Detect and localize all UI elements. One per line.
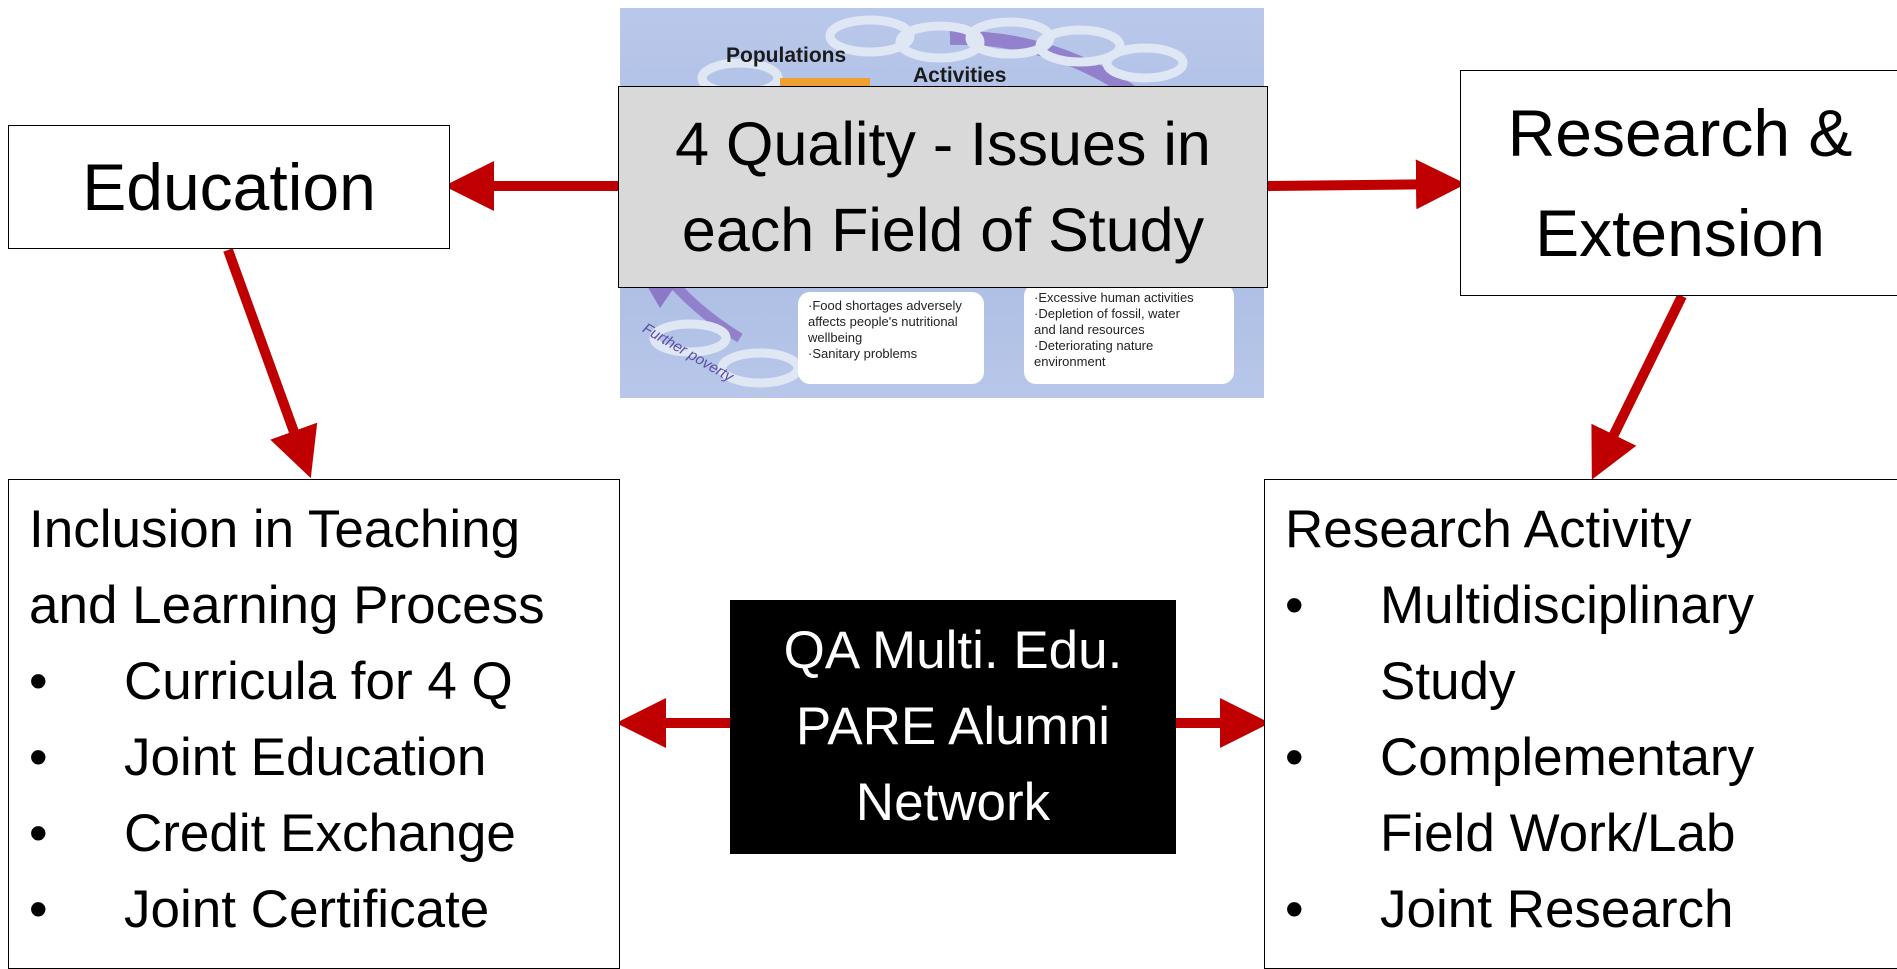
list-item-text: Joint Education [124, 728, 487, 787]
note-left: ·Food shortages adversely affects people… [798, 292, 984, 384]
activities-label: Activities [913, 64, 1007, 87]
list-item-text: Complementary Field Work/Lab [1380, 728, 1755, 863]
quality-issues-box: 4 Quality - Issues in each Field of Stud… [618, 86, 1268, 288]
bullet: • [1285, 728, 1304, 787]
alumni-network-box: QA Multi. Edu. PARE Alumni Network [730, 600, 1176, 854]
teaching-heading-line-2: and Learning Process [29, 576, 545, 635]
list-item: • Complementary Field Work/Lab [1285, 720, 1897, 872]
list-item: • Joint Education [29, 720, 619, 796]
education-box: Education [8, 125, 450, 249]
list-item: • Multidisciplinary Study [1285, 568, 1897, 720]
bullet: • [1285, 576, 1304, 635]
list-item: • Joint Research [1285, 872, 1897, 948]
list-item: • Credit Exchange [29, 796, 619, 872]
education-label: Education [82, 150, 376, 224]
quality-line-2: each Field of Study [681, 196, 1205, 264]
note-right: ·Excessive human activities ·Depletion o… [1024, 284, 1234, 384]
research-activity-box: Research Activity • Multidisciplinary St… [1264, 479, 1897, 969]
teaching-heading-line-1: Inclusion in Teaching [29, 500, 521, 559]
teaching-learning-box: Inclusion in Teaching and Learning Proce… [8, 479, 620, 969]
list-item-text: Joint Certificate [124, 880, 490, 939]
list-item-text: Joint Research [1380, 880, 1734, 939]
bullet: • [29, 804, 48, 863]
list-item-text: Curricula for 4 Q [124, 652, 513, 711]
bullet: • [29, 880, 48, 939]
list-item: • Curricula for 4 Q [29, 644, 619, 720]
research-line-1: Research & [1507, 96, 1853, 170]
arrow-education-to-teaching [223, 248, 318, 479]
arrow-to-research [1267, 159, 1466, 210]
quality-line-1: 4 Quality - Issues in [675, 110, 1211, 178]
list-item-text: Multidisciplinary Study [1380, 576, 1755, 711]
alumni-line-1: QA Multi. Edu. [783, 621, 1123, 680]
bullet: • [1285, 880, 1304, 939]
research-activity-heading: Research Activity [1285, 500, 1692, 559]
research-line-2: Extension [1535, 196, 1825, 270]
alumni-line-3: Network [855, 773, 1051, 832]
alumni-line-2: PARE Alumni [795, 697, 1111, 756]
bullet: • [29, 652, 48, 711]
populations-label: Populations [726, 44, 847, 67]
list-item: • Joint Certificate [29, 872, 619, 948]
bullet: • [29, 728, 48, 787]
research-extension-box: Research & Extension [1460, 70, 1897, 296]
list-item-text: Credit Exchange [124, 804, 516, 863]
arrow-research-to-activity [1591, 293, 1687, 480]
